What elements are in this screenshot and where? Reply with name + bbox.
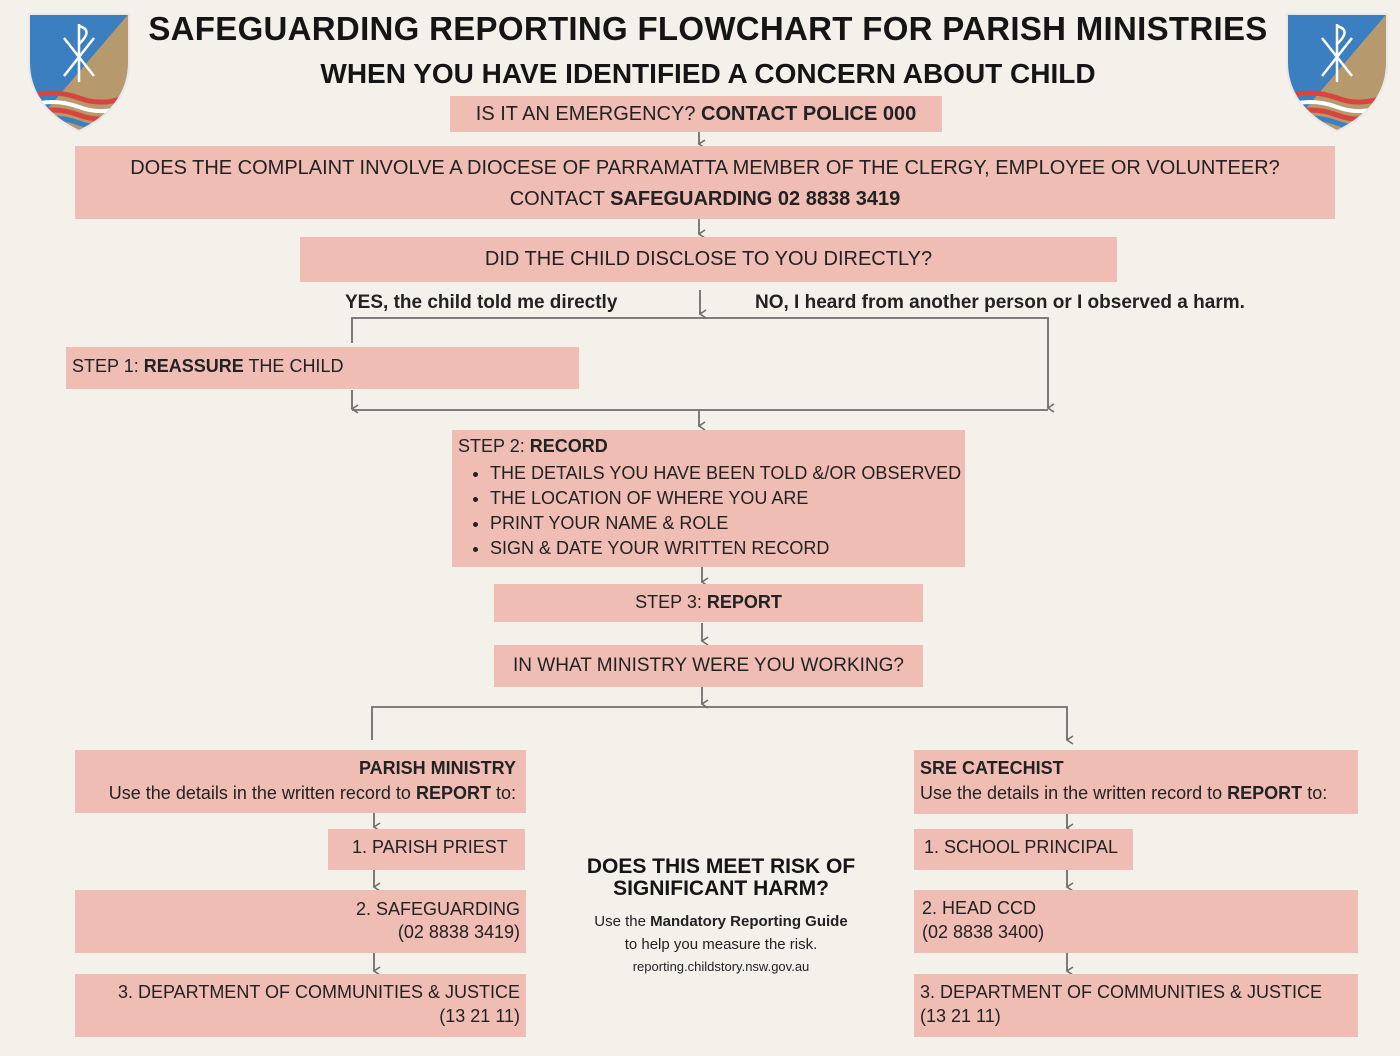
disclose-question-box: DID THE CHILD DISCLOSE TO YOU DIRECTLY?: [300, 237, 1117, 282]
step2-box: STEP 2: RECORD THE DETAILS YOU HAVE BEEN…: [452, 430, 965, 567]
ministry-question: IN WHAT MINISTRY WERE YOU WORKING?: [513, 655, 904, 676]
emergency-question: IS IT AN EMERGENCY?: [475, 103, 696, 125]
page-subtitle: WHEN YOU HAVE IDENTIFIED A CONCERN ABOUT…: [320, 58, 1096, 89]
list-item: PRINT YOUR NAME & ROLE: [490, 511, 965, 536]
risk-note: DOES THIS MEET RISK OF SIGNIFICANT HARM?…: [560, 856, 882, 978]
list-item: THE DETAILS YOU HAVE BEEN TOLD &/OR OBSE…: [490, 461, 965, 486]
page-title: SAFEGUARDING REPORTING FLOWCHART FOR PAR…: [148, 10, 1268, 47]
step1-box: STEP 1: REASSURE THE CHILD: [66, 347, 579, 389]
parish-heading: PARISH MINISTRY: [358, 758, 516, 778]
mandatory-reporting-guide: Mandatory Reporting Guide: [650, 913, 848, 930]
sre-dcj-box: 3. DEPARTMENT OF COMMUNITIES & JUSTICE (…: [914, 974, 1358, 1037]
emergency-action: CONTACT POLICE 000: [701, 103, 917, 125]
emergency-box: IS IT AN EMERGENCY? CONTACT POLICE 000: [450, 96, 942, 132]
parish-priest: 1. PARISH PRIEST: [352, 837, 508, 857]
parish-dcj-box: 3. DEPARTMENT OF COMMUNITIES & JUSTICE (…: [75, 974, 526, 1037]
involvement-contact: CONTACT SAFEGUARDING 02 8838 3419: [509, 188, 901, 210]
sre-heading: SRE CATECHIST: [920, 758, 1064, 778]
parish-priest-box: 1. PARISH PRIEST: [328, 829, 525, 870]
record-checklist: THE DETAILS YOU HAVE BEEN TOLD &/OR OBSE…: [458, 461, 965, 561]
no-branch-label: NO, I heard from another person or I obs…: [755, 292, 1245, 313]
ministry-question-box: IN WHAT MINISTRY WERE YOU WORKING?: [494, 645, 923, 687]
risk-heading: DOES THIS MEET RISK OF SIGNIFICANT HARM?: [586, 855, 856, 900]
safeguarding-contact: SAFEGUARDING 02 8838 3419: [610, 188, 901, 210]
school-principal: 1. SCHOOL PRINCIPAL: [924, 837, 1119, 857]
list-item: SIGN & DATE YOUR WRITTEN RECORD: [490, 536, 965, 561]
list-item: THE LOCATION OF WHERE YOU ARE: [490, 486, 965, 511]
risk-guide-text: Use the Mandatory Reporting Guide: [594, 913, 848, 930]
parish-ministry-box: PARISH MINISTRY Use the details in the w…: [75, 750, 526, 813]
step2-heading: STEP 2: RECORD: [458, 436, 608, 456]
involvement-question: DOES THE COMPLAINT INVOLVE A DIOCESE OF …: [130, 157, 1280, 179]
yes-branch-label: YES, the child told me directly: [345, 292, 618, 313]
school-principal-box: 1. SCHOOL PRINCIPAL: [914, 829, 1133, 870]
sre-catechist-box: SRE CATECHIST Use the details in the wri…: [914, 750, 1358, 814]
disclose-question: DID THE CHILD DISCLOSE TO YOU DIRECTLY?: [484, 248, 933, 270]
step3-box: STEP 3: REPORT: [494, 584, 923, 622]
risk-url[interactable]: reporting.childstory.nsw.gov.au: [632, 959, 810, 974]
head-ccd-box: 2. HEAD CCD (02 8838 3400): [914, 890, 1358, 953]
parish-safeguarding-box: 2. SAFEGUARDING (02 8838 3419): [75, 890, 526, 953]
chi-rho-shield-icon: [1286, 13, 1388, 133]
sre-instruction: Use the details in the written record to…: [920, 783, 1328, 803]
involvement-question-box: DOES THE COMPLAINT INVOLVE A DIOCESE OF …: [75, 146, 1335, 219]
parish-instruction: Use the details in the written record to…: [108, 783, 516, 803]
step1-reassure: REASSURE: [143, 356, 244, 376]
chi-rho-shield-icon: [28, 13, 130, 133]
